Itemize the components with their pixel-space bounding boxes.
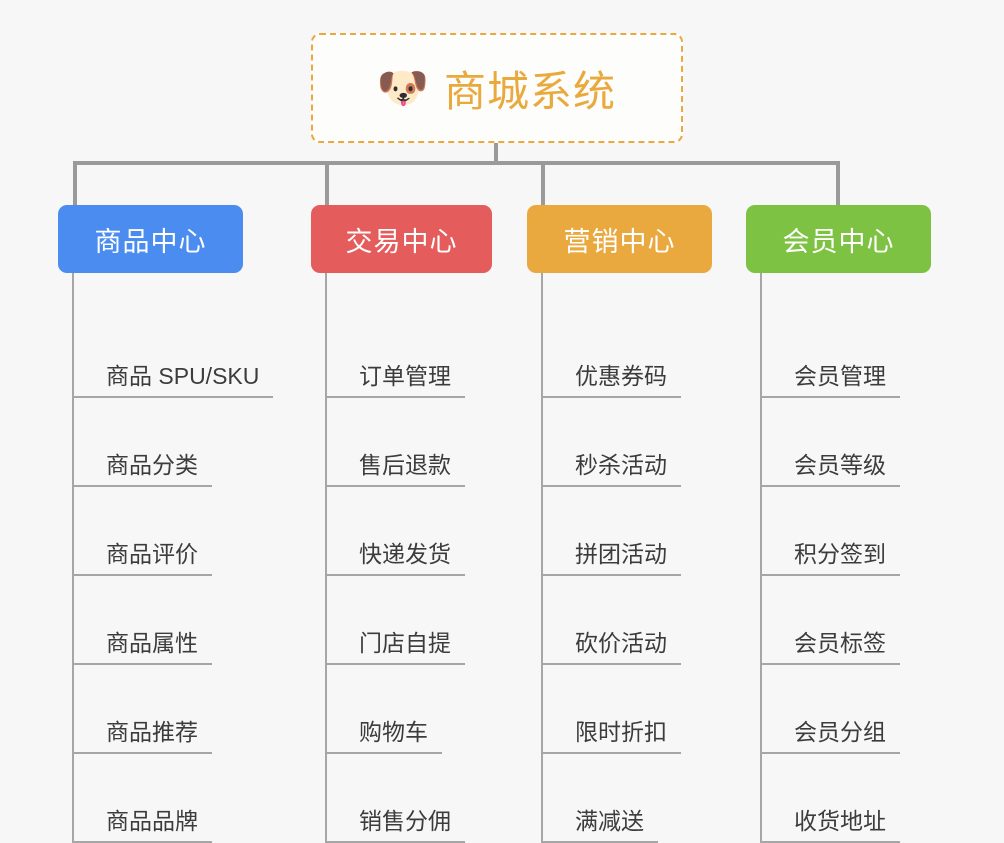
- column-marketing-center: 营销中心优惠券码秒杀活动拼团活动砍价活动限时折扣满减送: [527, 205, 712, 843]
- leaf-item[interactable]: 满减送: [543, 754, 712, 843]
- leaf-item[interactable]: 门店自提: [327, 576, 492, 665]
- leaf-underline: 会员标签: [762, 624, 900, 665]
- connector-drop-2: [325, 161, 329, 207]
- leaf-item-label: 优惠券码: [575, 363, 667, 389]
- leaf-item[interactable]: 秒杀活动: [543, 398, 712, 487]
- leaf-underline: 砍价活动: [543, 624, 681, 665]
- column-trade-center: 交易中心订单管理售后退款快递发货门店自提购物车销售分佣: [311, 205, 492, 843]
- leaf-item-label: 商品评价: [106, 541, 198, 567]
- category-header-trade-center[interactable]: 交易中心: [311, 205, 492, 273]
- dog-face-icon: 🐶: [376, 64, 430, 111]
- leaf-item[interactable]: 销售分佣: [327, 754, 492, 843]
- leaf-underline: 商品推荐: [74, 713, 212, 754]
- category-header-label: 营销中心: [563, 226, 676, 257]
- leaf-underline: 商品分类: [74, 446, 212, 487]
- leaf-underline: 订单管理: [327, 357, 465, 398]
- leaf-item-label: 快递发货: [359, 541, 451, 567]
- leaf-item-label: 订单管理: [359, 363, 451, 389]
- leaf-item-label: 秒杀活动: [575, 452, 667, 478]
- category-header-label: 交易中心: [345, 226, 458, 257]
- leaf-item-label: 商品品牌: [106, 808, 198, 834]
- connector-bus: [73, 161, 840, 165]
- leaf-item-label: 限时折扣: [575, 719, 667, 745]
- leaf-underline: 秒杀活动: [543, 446, 681, 487]
- leaf-item[interactable]: 收货地址: [762, 754, 931, 843]
- leaf-item[interactable]: 会员等级: [762, 398, 931, 487]
- leaf-underline: 会员分组: [762, 713, 900, 754]
- leaf-item[interactable]: 订单管理: [327, 309, 492, 398]
- leaf-underline: 积分签到: [762, 535, 900, 576]
- leaf-underline: 商品评价: [74, 535, 212, 576]
- leaf-item-label: 积分签到: [794, 541, 886, 567]
- leaf-underline: 满减送: [543, 802, 658, 843]
- leaf-item[interactable]: 砍价活动: [543, 576, 712, 665]
- category-header-product-center[interactable]: 商品中心: [58, 205, 243, 273]
- leaf-underline: 门店自提: [327, 624, 465, 665]
- leaf-item-label: 会员标签: [794, 630, 886, 656]
- leaf-item-label: 拼团活动: [575, 541, 667, 567]
- leaf-item[interactable]: 快递发货: [327, 487, 492, 576]
- leaf-item[interactable]: 商品分类: [74, 398, 243, 487]
- leaf-item[interactable]: 积分签到: [762, 487, 931, 576]
- leaf-item-label: 满减送: [575, 808, 644, 834]
- connector-drop-4: [836, 161, 840, 207]
- leaf-underline: 商品品牌: [74, 802, 212, 843]
- leaf-item-label: 商品属性: [106, 630, 198, 656]
- leaf-underline: 售后退款: [327, 446, 465, 487]
- category-header-member-center[interactable]: 会员中心: [746, 205, 931, 273]
- connector-stem: [494, 143, 498, 165]
- leaf-item-label: 门店自提: [359, 630, 451, 656]
- leaf-underline: 优惠券码: [543, 357, 681, 398]
- leaf-item-label: 会员分组: [794, 719, 886, 745]
- leaf-underline: 拼团活动: [543, 535, 681, 576]
- column-product-center: 商品中心商品 SPU/SKU 商品分类商品评价商品属性商品推荐商品品牌: [58, 205, 274, 843]
- category-header-label: 会员中心: [782, 226, 895, 257]
- leaf-underline: 商品 SPU/SKU: [74, 357, 274, 398]
- leaf-item-label: 商品 SPU/SKU: [106, 363, 260, 389]
- leaf-underline: 商品属性: [74, 624, 212, 665]
- leaf-item-label: 收货地址: [794, 808, 886, 834]
- leaf-underline: 购物车: [327, 713, 442, 754]
- leaf-item-label: 购物车: [359, 719, 428, 745]
- leaf-item[interactable]: 商品品牌: [74, 754, 243, 843]
- leaf-underline: 限时折扣: [543, 713, 681, 754]
- leaf-list-trade-center: 订单管理售后退款快递发货门店自提购物车销售分佣: [325, 273, 492, 843]
- leaf-item[interactable]: 优惠券码: [543, 309, 712, 398]
- connector-drop-1: [73, 161, 77, 207]
- category-header-label: 商品中心: [94, 226, 207, 257]
- root-title: 商城系统: [443, 67, 616, 115]
- leaf-underline: 快递发货: [327, 535, 465, 576]
- category-header-marketing-center[interactable]: 营销中心: [527, 205, 712, 273]
- leaf-item-label: 会员管理: [794, 363, 886, 389]
- leaf-item-label: 砍价活动: [575, 630, 667, 656]
- leaf-item[interactable]: 拼团活动: [543, 487, 712, 576]
- column-member-center: 会员中心会员管理会员等级积分签到会员标签会员分组收货地址: [746, 205, 931, 843]
- leaf-item-label: 会员等级: [794, 452, 886, 478]
- leaf-item-label: 商品分类: [106, 452, 198, 478]
- leaf-underline: 会员等级: [762, 446, 900, 487]
- leaf-item[interactable]: 商品评价: [74, 487, 243, 576]
- leaf-item[interactable]: 商品 SPU/SKU: [74, 309, 274, 398]
- leaf-item[interactable]: 购物车: [327, 665, 492, 754]
- leaf-item[interactable]: 商品推荐: [74, 665, 243, 754]
- leaf-underline: 会员管理: [762, 357, 900, 398]
- leaf-item[interactable]: 会员管理: [762, 309, 931, 398]
- leaf-item[interactable]: 售后退款: [327, 398, 492, 487]
- leaf-item[interactable]: 会员标签: [762, 576, 931, 665]
- leaf-underline: 收货地址: [762, 802, 900, 843]
- leaf-list-member-center: 会员管理会员等级积分签到会员标签会员分组收货地址: [760, 273, 931, 843]
- connector-drop-3: [541, 161, 545, 207]
- leaf-list-marketing-center: 优惠券码秒杀活动拼团活动砍价活动限时折扣满减送: [541, 273, 712, 843]
- leaf-item-label: 商品推荐: [106, 719, 198, 745]
- leaf-list-product-center: 商品 SPU/SKU 商品分类商品评价商品属性商品推荐商品品牌: [72, 273, 274, 843]
- leaf-item[interactable]: 限时折扣: [543, 665, 712, 754]
- leaf-item-label: 销售分佣: [359, 808, 451, 834]
- leaf-item[interactable]: 会员分组: [762, 665, 931, 754]
- leaf-item-label: 售后退款: [359, 452, 451, 478]
- leaf-item[interactable]: 商品属性: [74, 576, 243, 665]
- leaf-underline: 销售分佣: [327, 802, 465, 843]
- root-node[interactable]: 🐶 商城系统: [311, 33, 683, 143]
